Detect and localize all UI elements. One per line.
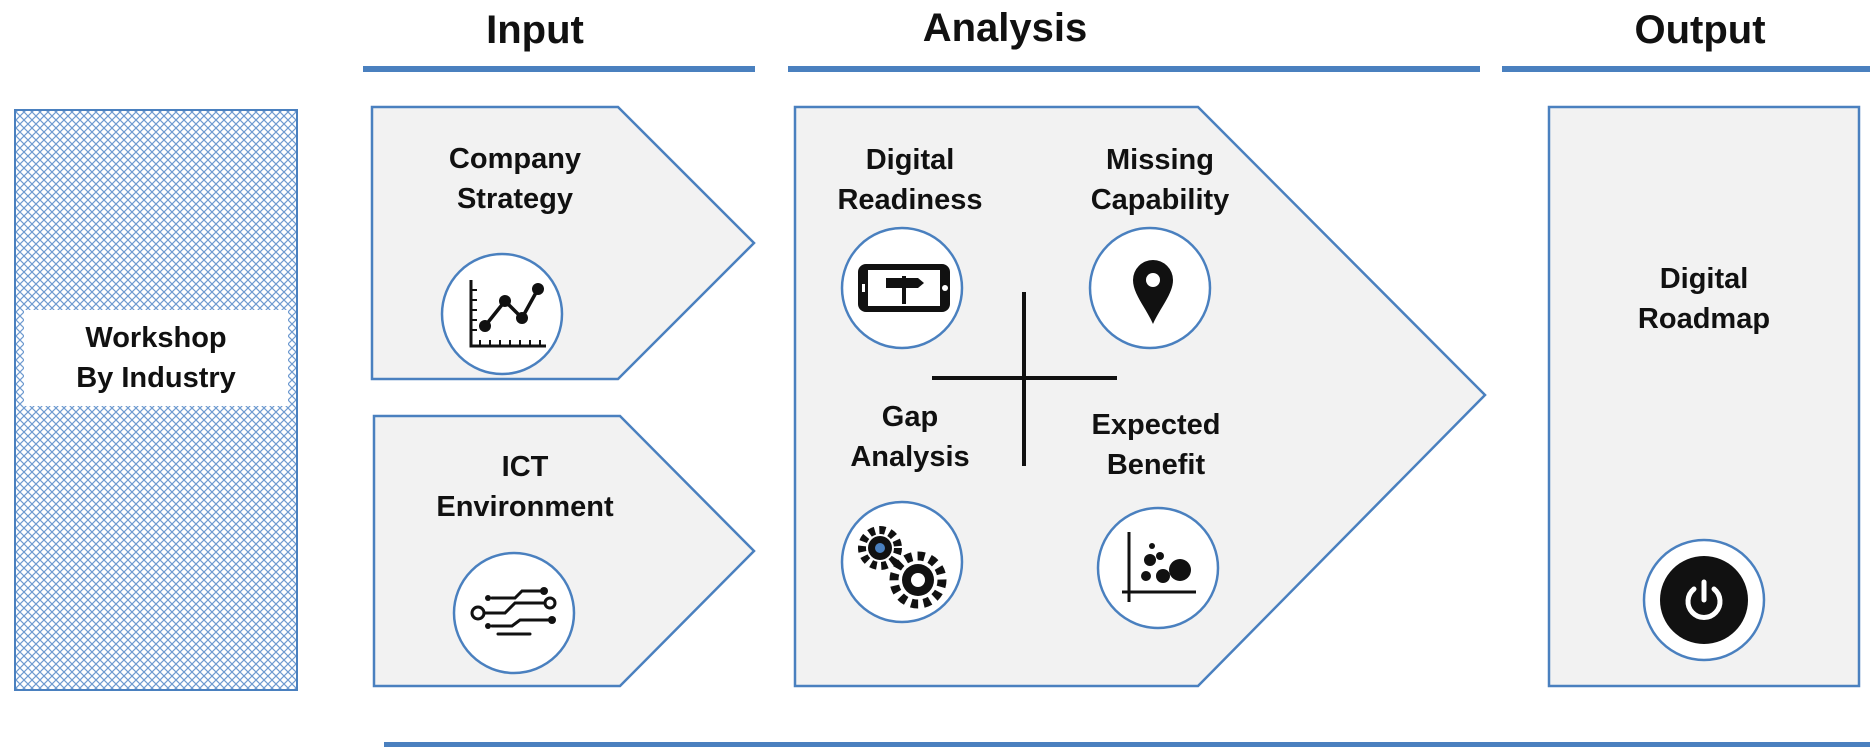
header-analysis: Analysis	[922, 6, 1088, 50]
digital-roadmap-line1: Digital	[1659, 263, 1749, 295]
digital-readiness-label: Digital Readiness	[800, 140, 1020, 220]
expected-benefit-line2: Benefit	[1106, 449, 1206, 481]
line-chart-icon	[440, 252, 564, 376]
gears-icon	[840, 500, 964, 624]
ict-environment-line2: Environment	[436, 491, 614, 523]
missing-capability-line2: Capability	[1090, 184, 1230, 216]
gap-analysis-line1: Gap	[881, 401, 939, 433]
bottom-rule	[384, 742, 1870, 747]
circuit-icon	[452, 551, 576, 675]
bubble-chart-icon	[1096, 506, 1220, 630]
ict-environment-line1: ICT	[501, 451, 549, 483]
digital-roadmap-line2: Roadmap	[1637, 303, 1771, 335]
digital-readiness-line2: Readiness	[837, 184, 983, 216]
analysis-arrow	[793, 105, 1487, 688]
workshop-label: Workshop By Industry	[24, 318, 288, 398]
company-strategy-label: Company Strategy	[400, 139, 630, 219]
expected-benefit-label: Expected Benefit	[1046, 405, 1266, 485]
company-strategy-line2: Strategy	[456, 183, 574, 215]
gap-analysis-line2: Analysis	[850, 441, 970, 473]
input-header-rule	[363, 66, 755, 72]
digital-readiness-line1: Digital	[865, 144, 955, 176]
workshop-line2: By Industry	[76, 362, 236, 394]
gap-analysis-label: Gap Analysis	[800, 397, 1020, 477]
company-strategy-line1: Company	[448, 143, 582, 175]
expected-benefit-line1: Expected	[1091, 409, 1221, 441]
workshop-label-box	[24, 310, 288, 406]
header-input: Input	[486, 8, 584, 52]
workshop-line1: Workshop	[85, 322, 227, 354]
header-output: Output	[1634, 8, 1766, 52]
tablet-signpost-icon	[840, 226, 964, 350]
analysis-header-rule	[788, 66, 1480, 72]
ict-environment-label: ICT Environment	[400, 447, 650, 527]
power-icon	[1642, 538, 1766, 662]
missing-capability-line1: Missing	[1106, 144, 1214, 176]
missing-capability-label: Missing Capability	[1050, 140, 1270, 220]
output-header-rule	[1502, 66, 1870, 72]
digital-roadmap-label: Digital Roadmap	[1589, 259, 1819, 339]
location-pin-icon	[1088, 226, 1212, 350]
